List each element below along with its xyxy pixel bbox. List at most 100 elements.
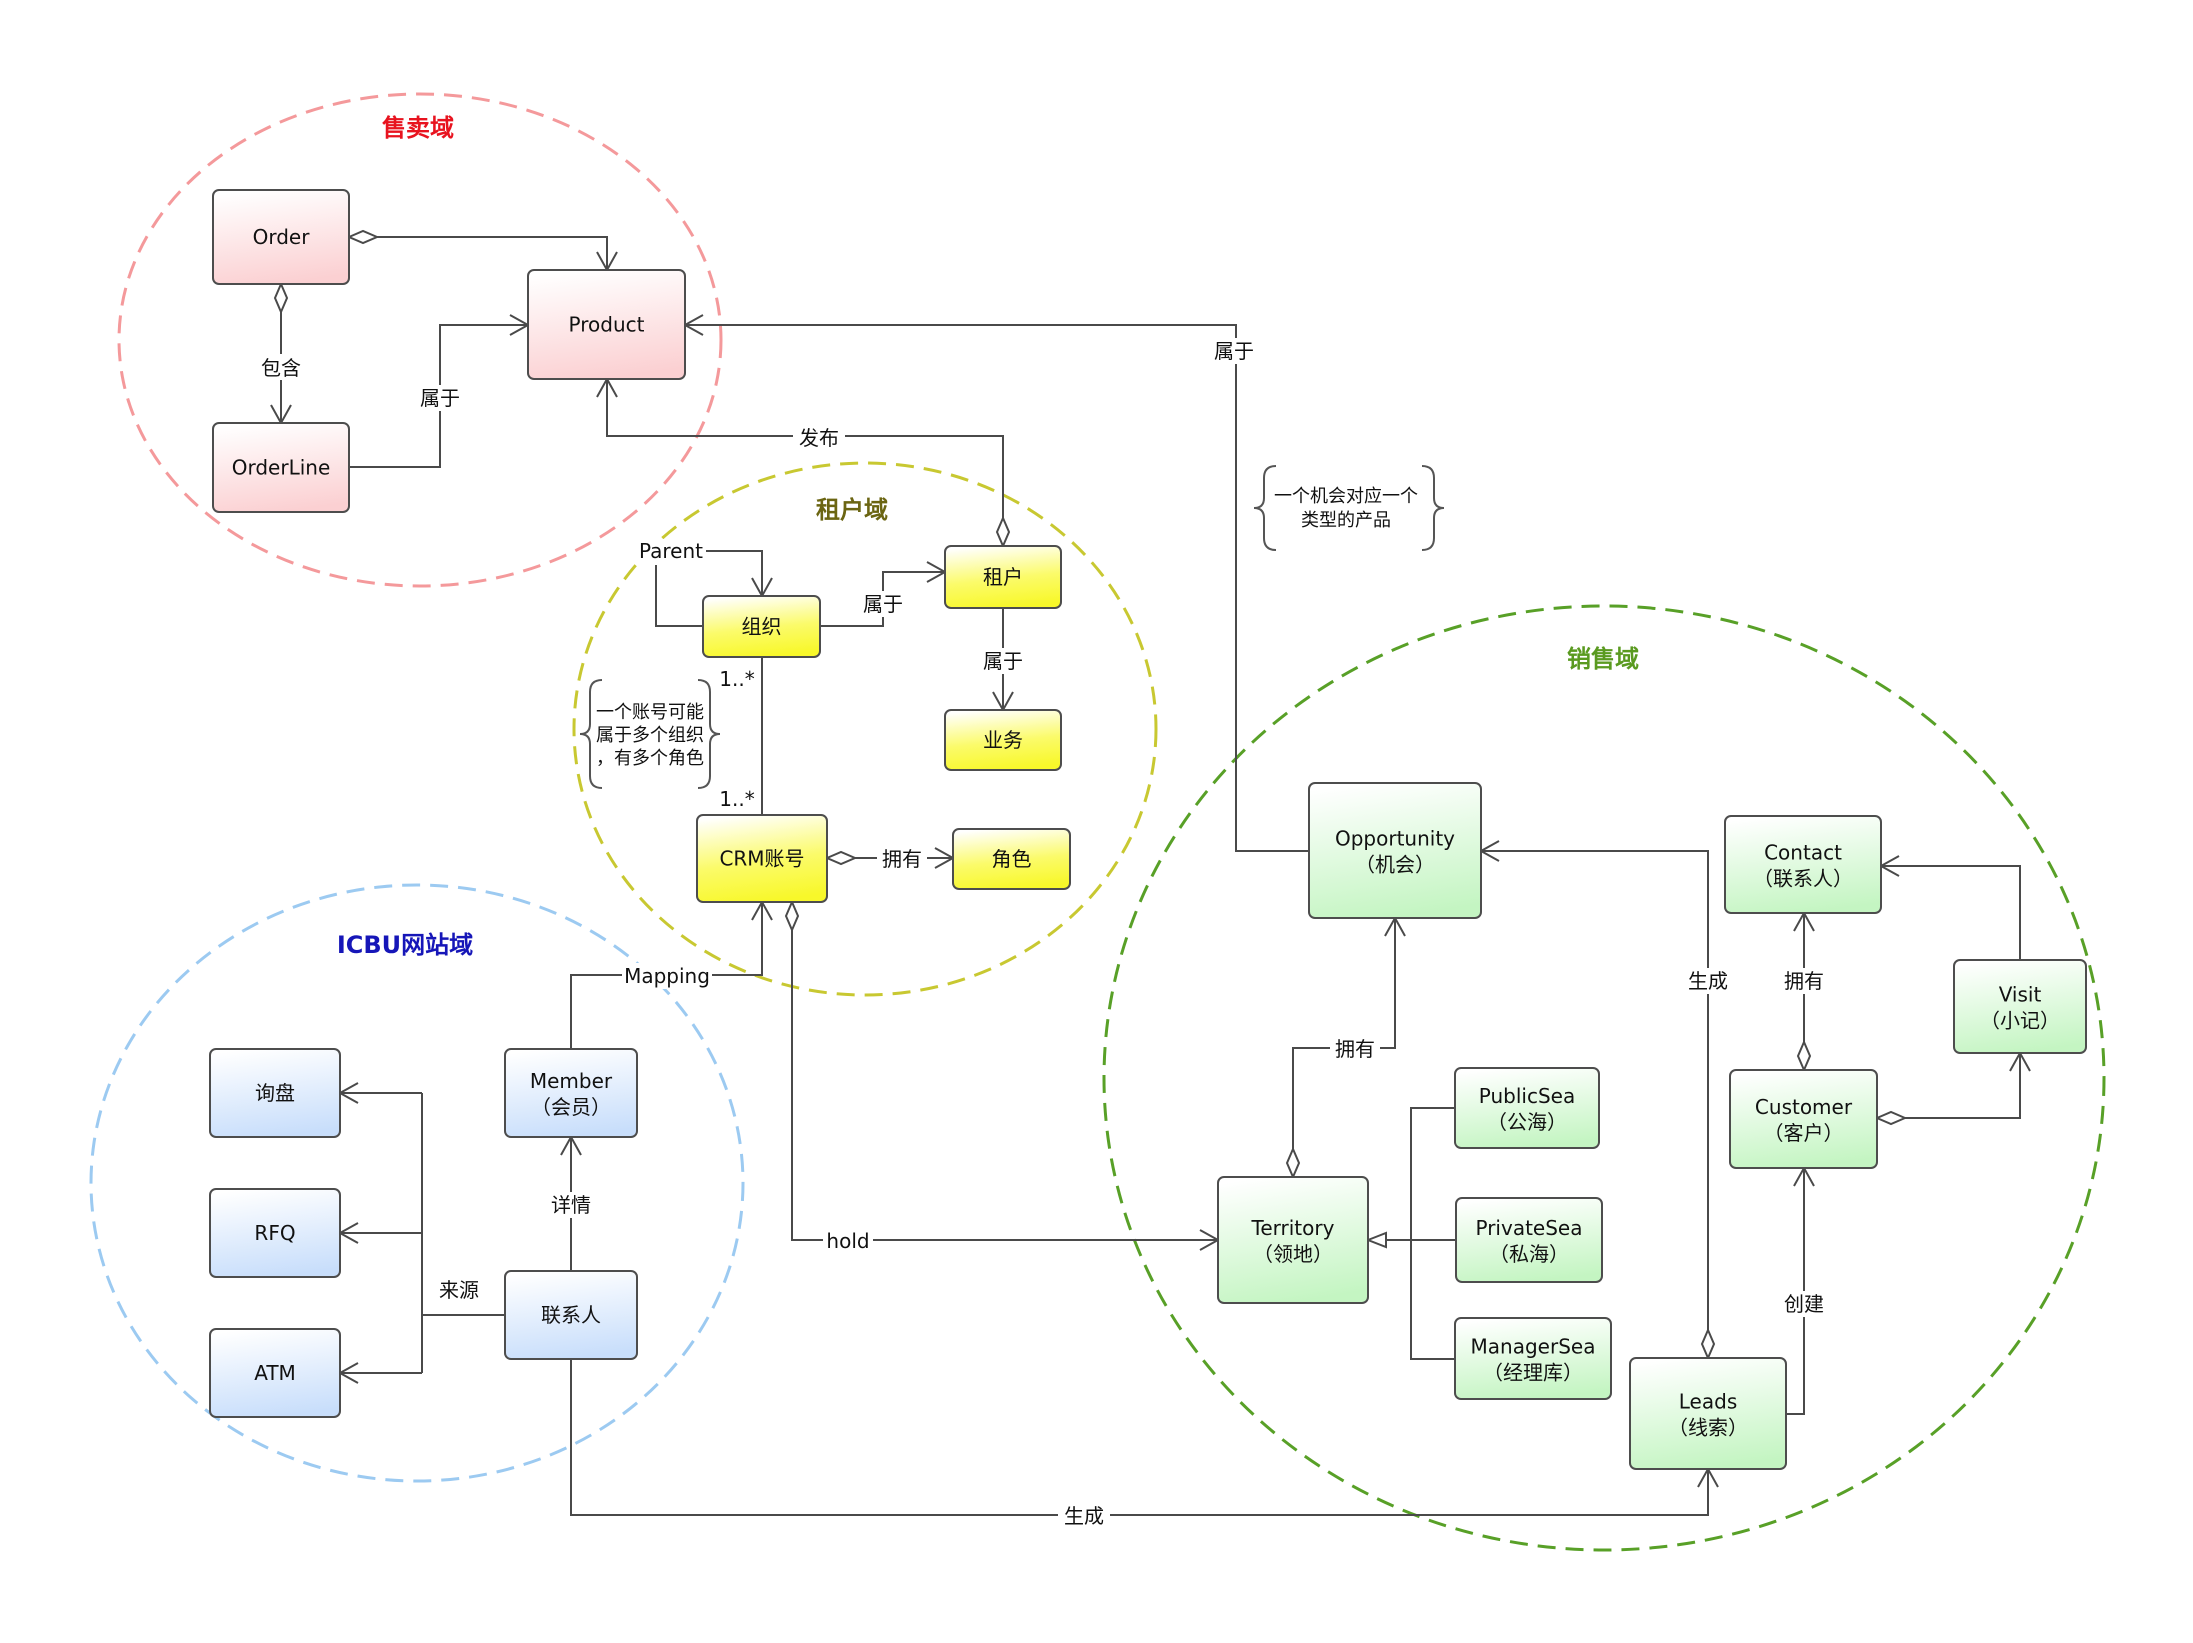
connector-org-crm: 1..* 1..* [719,657,763,815]
connector-visit-contact [1878,855,2021,960]
note-opportunity-line2: 类型的产品 [1301,510,1391,531]
entity-name: Opportunity [1335,827,1455,851]
crm-multiplicity: 1..* [719,787,754,811]
label-customer-owns: 拥有 [1784,969,1824,993]
entity-box[interactable] [944,545,1062,609]
label-generate-opportunity: 生成 [1688,969,1728,993]
tenant-domain-title: 租户域 [816,496,888,524]
icbu-domain-title: ICBU网站域 [337,931,473,959]
selling-domain-boundary [1102,604,2106,1552]
connector-orderline-product: 属于 [349,314,531,468]
entity-box[interactable] [212,189,350,285]
entity-name: PrivateSea [1476,1216,1583,1240]
entity-privatesea[interactable]: PrivateSea（私海） [1455,1197,1603,1283]
entity-box[interactable] [1308,782,1482,919]
entity-name: Order [253,225,311,249]
entity-visit[interactable]: Visit（小记） [1953,959,2087,1054]
connector-tenant-product: 发布 [596,376,1011,549]
entity-customer[interactable]: Customer（客户） [1729,1069,1878,1169]
selling-domain-title: 销售域 [1567,645,1639,673]
entity-box[interactable] [952,828,1071,890]
entity-atm[interactable]: ATM [209,1328,341,1418]
entity-box[interactable] [209,1328,341,1418]
entity-member[interactable]: Member（会员） [504,1048,638,1138]
entity-box[interactable] [1217,1176,1369,1304]
entity-orderline[interactable]: OrderLine [212,422,350,513]
connector-crm-territory: hold [784,899,1221,1254]
entity-tenant[interactable]: 租户 [944,545,1062,609]
entity-name: ManagerSea [1471,1335,1596,1359]
connector-crm-role: 拥有 [824,846,956,872]
entity-inquiry[interactable]: 询盘 [209,1048,341,1138]
connector-leads-opportunity: 生成 [1478,840,1734,1361]
entity-territory[interactable]: Territory（领地） [1217,1176,1369,1304]
entity-box[interactable] [527,269,686,380]
entity-box[interactable] [702,595,821,658]
entity-org[interactable]: 组织 [702,595,821,658]
entity-box[interactable] [1455,1197,1603,1283]
entity-name: 组织 [742,615,782,639]
entity-name: Contact [1764,841,1842,865]
note-account-line3: ，有多个角色 [596,748,704,769]
label-publish: 发布 [799,426,839,450]
entity-rfq[interactable]: RFQ [209,1188,341,1278]
entity-subtitle: （公海） [1487,1110,1567,1134]
connector-org-tenant: 属于 [820,561,948,627]
label-opportunity-belongs: 属于 [1214,339,1254,363]
entity-crm-account[interactable]: CRM账号 [696,814,828,903]
entity-subtitle: （线索） [1668,1416,1748,1440]
label-crm-owns: 拥有 [882,847,922,871]
entity-order[interactable]: Order [212,189,350,285]
note-account-line1: 一个账号可能 [596,702,704,723]
entity-publicsea[interactable]: PublicSea（公海） [1454,1067,1600,1149]
connector-order-product [346,229,618,273]
entity-box[interactable] [504,1048,638,1138]
entity-subtitle: （小记） [1980,1009,2060,1033]
entity-name: Member [530,1069,613,1093]
entity-icbu-contact[interactable]: 联系人 [504,1270,638,1360]
entity-subtitle: （私海） [1489,1242,1569,1266]
entity-box[interactable] [212,422,350,513]
entity-managersea[interactable]: ManagerSea（经理库） [1454,1317,1612,1400]
entity-subtitle: （客户） [1764,1121,1844,1145]
entity-box[interactable] [504,1270,638,1360]
entity-box[interactable] [1729,1069,1878,1169]
entity-role[interactable]: 角色 [952,828,1071,890]
entity-business[interactable]: 业务 [944,709,1062,771]
entity-subtitle: （联系人） [1753,867,1853,891]
label-source: 来源 [439,1278,479,1302]
entity-subtitle: （机会） [1355,853,1435,877]
entity-box[interactable] [696,814,828,903]
connector-icbu-contact-sources: 来源 [337,1082,505,1384]
label-orderline-belongs: 属于 [420,386,460,410]
label-detail: 详情 [551,1193,591,1217]
entity-box[interactable] [1454,1317,1612,1400]
entity-opportunity[interactable]: Opportunity（机会） [1308,782,1482,919]
connector-icbu-contact-member: 详情 [545,1134,597,1271]
entity-box[interactable] [209,1188,341,1278]
entity-subtitle: （经理库） [1483,1361,1583,1385]
entity-box[interactable] [209,1048,341,1138]
label-contains: 包含 [261,356,301,380]
icbu-domain-boundary [89,883,745,1483]
entity-name: 询盘 [255,1081,295,1105]
entity-box[interactable] [1454,1067,1600,1149]
entity-name: 业务 [983,728,1023,752]
entity-contact[interactable]: Contact（联系人） [1724,815,1882,914]
entity-box[interactable] [1953,959,2087,1054]
label-territory-owns: 拥有 [1335,1037,1375,1061]
entity-name: Territory [1251,1216,1335,1240]
entity-name: CRM账号 [719,847,804,871]
connector-order-orderline: 包含 [255,281,307,426]
entity-product[interactable]: Product [527,269,686,380]
entity-leads[interactable]: Leads（线索） [1629,1357,1787,1470]
entity-box[interactable] [1724,815,1882,914]
entity-box[interactable] [944,709,1062,771]
label-create: 创建 [1784,1292,1824,1316]
entity-box[interactable] [1629,1357,1787,1470]
entity-name: 联系人 [541,1303,601,1327]
org-multiplicity: 1..* [719,667,754,691]
connector-member-crm: Mapping [570,899,773,1049]
connector-leads-customer: 创建 [1778,1165,1830,1415]
connector-customer-contact: 拥有 [1778,910,1830,1073]
